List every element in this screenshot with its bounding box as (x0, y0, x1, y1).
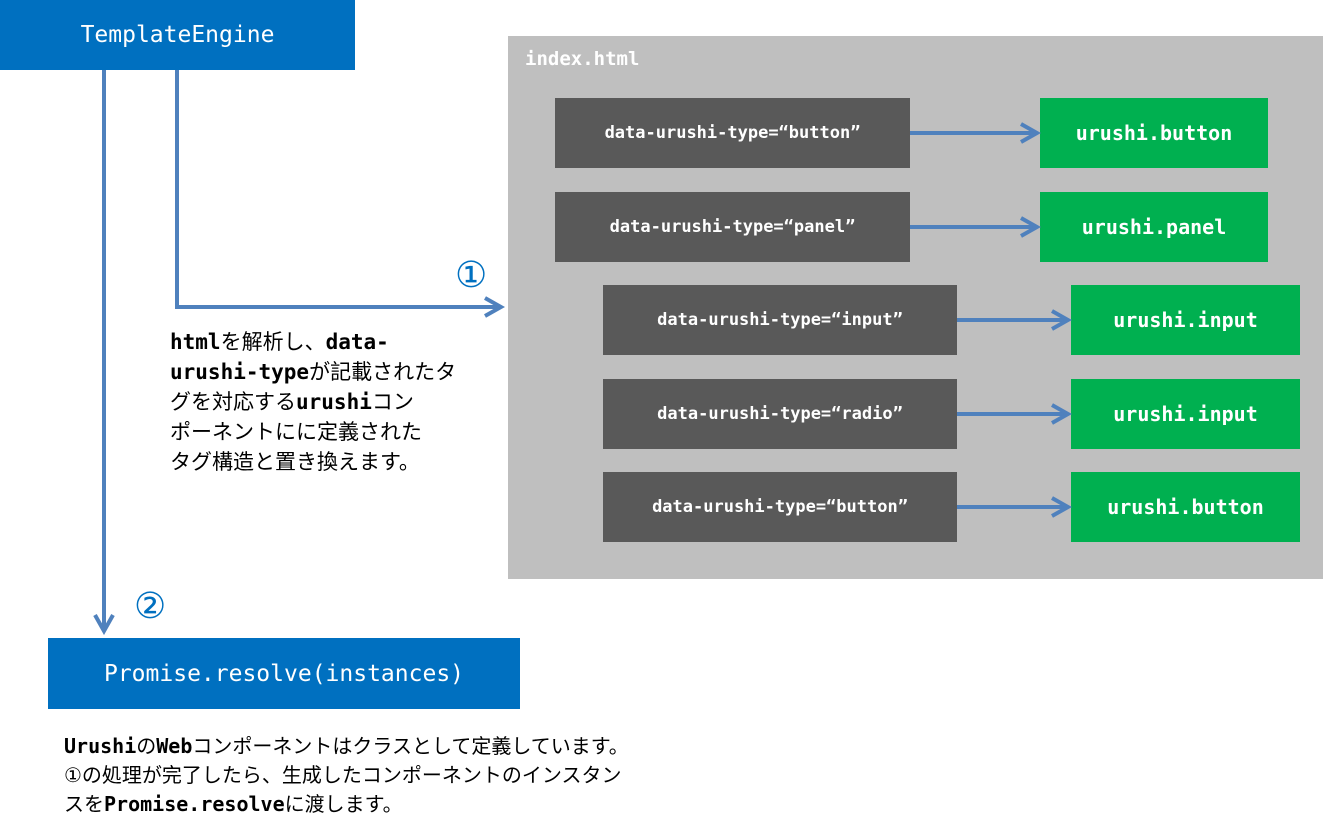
step-2-description: UrushiのWebコンポーネントはクラスとして定義しています。 ①の処理が完了… (64, 732, 784, 819)
step-1-description: htmlを解析し、data- urushi-typeが記載されたタ グを対応する… (170, 327, 490, 477)
note2-text-5: に渡します。 (284, 792, 403, 816)
component-box-3: urushi.input (1071, 285, 1300, 355)
note2-text-4: スを (64, 792, 104, 816)
index-html-label: index.html (525, 48, 640, 70)
component-label-3: urushi.input (1113, 308, 1258, 332)
component-label-5: urushi.button (1107, 495, 1264, 519)
source-tag-label-2: data-urushi-type=“panel” (609, 217, 856, 237)
component-label-4: urushi.input (1113, 402, 1258, 426)
arrow-step-1 (175, 70, 500, 307)
source-tag-box-1: data-urushi-type=“button” (555, 98, 910, 168)
template-engine-box: TemplateEngine (0, 0, 355, 70)
note1-urushi: urushi (296, 390, 372, 414)
note2-promise-resolve: Promise.resolve (104, 792, 285, 816)
source-tag-box-3: data-urushi-type=“input” (603, 285, 957, 355)
component-label-2: urushi.panel (1081, 215, 1227, 239)
step-2-marker: ② (134, 586, 167, 627)
component-box-4: urushi.input (1071, 379, 1300, 449)
note2-text-1: の (136, 734, 157, 758)
note2-urushi: Urushi (64, 734, 137, 758)
note1-text-1: を解析し、 (220, 330, 326, 354)
note1-html: html (170, 330, 221, 354)
note1-data: data- (325, 330, 389, 354)
note1-urushi-type: urushi-type (170, 360, 310, 384)
note1-text-5: ポーネントにに定義された (170, 420, 422, 444)
source-tag-label-3: data-urushi-type=“input” (657, 310, 903, 330)
note2-text-2: コンポーネントはクラスとして定義しています。 (192, 734, 629, 758)
component-box-2: urushi.panel (1040, 192, 1268, 262)
component-label-1: urushi.button (1075, 121, 1233, 145)
component-box-1: urushi.button (1040, 98, 1268, 168)
source-tag-box-4: data-urushi-type=“radio” (603, 379, 957, 449)
template-engine-label: TemplateEngine (80, 22, 275, 48)
note2-web: Web (156, 734, 193, 758)
promise-resolve-label: Promise.resolve(instances) (103, 660, 465, 687)
promise-resolve-box: Promise.resolve(instances) (48, 638, 520, 709)
note1-text-6: タグ構造と置き換えます。 (170, 450, 420, 474)
note1-text-3: グを対応する (170, 390, 296, 414)
note1-text-2: が記載されたタ (309, 360, 457, 384)
source-tag-label-1: data-urushi-type=“button” (604, 123, 861, 143)
source-tag-box-5: data-urushi-type=“button” (603, 472, 957, 542)
source-tag-label-4: data-urushi-type=“radio” (657, 404, 903, 424)
source-tag-label-5: data-urushi-type=“button” (652, 497, 908, 517)
source-tag-box-2: data-urushi-type=“panel” (555, 192, 910, 262)
note2-text-3: ①の処理が完了したら、生成したコンポーネントのインスタン (64, 763, 622, 787)
note1-text-4: コン (371, 390, 414, 414)
component-box-5: urushi.button (1071, 472, 1300, 542)
step-1-marker: ① (455, 255, 488, 296)
